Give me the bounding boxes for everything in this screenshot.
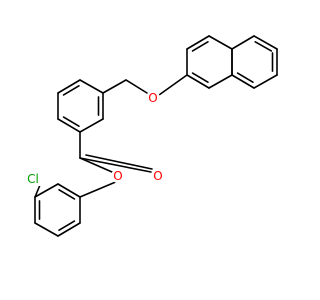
- central-ring-double-bond-inner: [62, 85, 80, 96]
- carbonyl-oxygen-label: O: [153, 169, 162, 183]
- naphthalene-ring-b-bond: [231, 74, 255, 89]
- chlorophenyl-ring-bond: [57, 222, 81, 237]
- carbonyl-oxygen-bg: [151, 169, 165, 183]
- naphthalene-ring-a-bond: [186, 74, 210, 89]
- chlorophenyl-ring-double-bond-inner: [58, 189, 76, 200]
- chlorine-bond: [34, 184, 41, 198]
- naphthalene-ring-a-double-bond-inner: [191, 41, 209, 52]
- naphthalene-ring-b-bond: [253, 74, 278, 89]
- ch2-bond: [102, 79, 127, 94]
- carbonyl-bond: [79, 157, 152, 173]
- ch2-oxygen-bond: [125, 79, 148, 94]
- central-ring-bond: [79, 79, 104, 94]
- carbonyl-double-bond: [85, 154, 153, 170]
- naphthalene-ring-b-double-bond-inner: [236, 72, 254, 83]
- naphthalene-ring-b-double-bond-inner: [254, 41, 273, 52]
- naphthalene-ring-b-bond: [253, 35, 278, 50]
- ether-oxygen-bg: [146, 91, 160, 105]
- ester-oxygen-label: O: [113, 169, 122, 183]
- carbon-ester-oxygen-bond: [79, 157, 113, 173]
- central-ring-double-bond-inner: [62, 116, 80, 127]
- ether-oxygen-label: O: [148, 91, 157, 105]
- chlorine-bg: [24, 172, 44, 186]
- structure-diagram: O O O Cl: [24, 35, 278, 237]
- naphthalene-ring-b-bond: [231, 35, 255, 50]
- naphthalene-ring-a-bond: [208, 35, 233, 50]
- molecule-canvas: O O O Cl: [24, 35, 278, 237]
- central-ring-bond: [79, 118, 104, 133]
- naphthalene-ring-a-bond: [186, 35, 210, 50]
- chlorophenyl-ring-double-bond-inner: [58, 220, 76, 231]
- central-ring-bond: [57, 79, 81, 94]
- chlorine-label: Cl: [27, 172, 39, 186]
- chlorophenyl-ring-bond: [34, 183, 59, 198]
- atom-label-layer: O O O Cl: [24, 91, 165, 186]
- chlorophenyl-ring-bond: [34, 222, 59, 237]
- ester-oxygen-ring-bond: [79, 180, 119, 198]
- bond-layer: [34, 35, 278, 237]
- naphthalene-ring-a-bond: [208, 74, 233, 89]
- central-ring-bond: [57, 118, 81, 133]
- ester-oxygen-bg: [111, 169, 125, 183]
- oxygen-naphthyl-bond: [158, 74, 188, 96]
- chlorophenyl-ring-bond: [57, 183, 81, 198]
- naphthalene-ring-a-double-bond-inner: [191, 72, 209, 83]
